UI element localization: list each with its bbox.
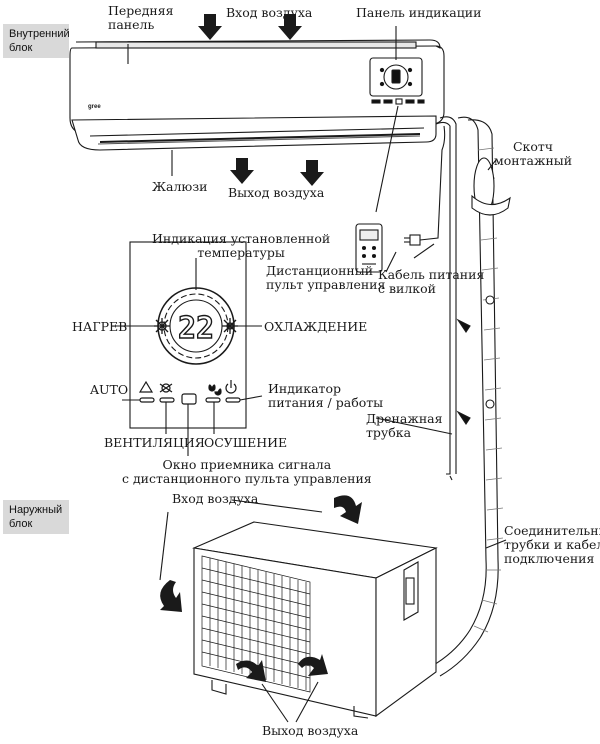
label-set-temp: Индикация установленной температуры: [152, 231, 331, 260]
air-intake-arrows-outdoor: [160, 495, 362, 612]
display-panel: [129, 241, 247, 429]
label-remote: Дистанционный пульт управления: [266, 263, 386, 292]
label-louvers: Жалюзи: [152, 179, 208, 194]
label-air-out-outdoor: Выход воздуха: [262, 723, 359, 738]
indoor-unit-tag: Внутренний блок: [3, 24, 70, 58]
power-cable-with-plug: [404, 125, 446, 246]
outdoor-unit-tag: Наружный блок: [3, 500, 69, 534]
label-indicator-panel: Панель индикации: [356, 5, 482, 20]
label-air-out-indoor: Выход воздуха: [228, 185, 325, 200]
label-air-in-outdoor: Вход воздуха: [172, 491, 259, 506]
label-pipes-cables: Соединительные трубки и кабели подключен…: [504, 523, 600, 566]
label-cool: ОХЛАЖДЕНИЕ: [264, 319, 368, 334]
connecting-pipes: [431, 116, 511, 677]
label-mounting-tape: Скотч монтажный: [494, 139, 573, 168]
label-auto: AUTO: [90, 382, 129, 397]
label-fan: ВЕНТИЛЯЦИЯ: [104, 435, 205, 450]
label-power-cable: Кабель питания с вилкой: [378, 267, 485, 296]
label-power-indicator: Индикатор питания / работы: [268, 381, 384, 410]
outdoor-unit: [192, 521, 438, 719]
label-heat: НАГРЕВ: [72, 319, 128, 334]
label-dry: ОСУШЕНИЕ: [204, 435, 288, 450]
svg-text:gree: gree: [88, 104, 101, 110]
air-intake-arrows-indoor: [198, 14, 302, 40]
temperature-readout: 22: [178, 311, 214, 346]
remote-control: [355, 223, 383, 273]
indoor-unit: gree: [69, 39, 445, 151]
label-air-in-top: Вход воздуха: [226, 5, 313, 20]
label-drain: Дренажная трубка: [366, 411, 443, 440]
label-front-panel: Передняя панель: [108, 3, 174, 32]
indicator-panel: [369, 57, 425, 105]
air-outlet-arrows-outdoor: [236, 654, 328, 682]
air-outlet-arrows-indoor: [230, 158, 324, 186]
label-receiver: Окно приемника сигнала с дистанционного …: [122, 457, 372, 486]
